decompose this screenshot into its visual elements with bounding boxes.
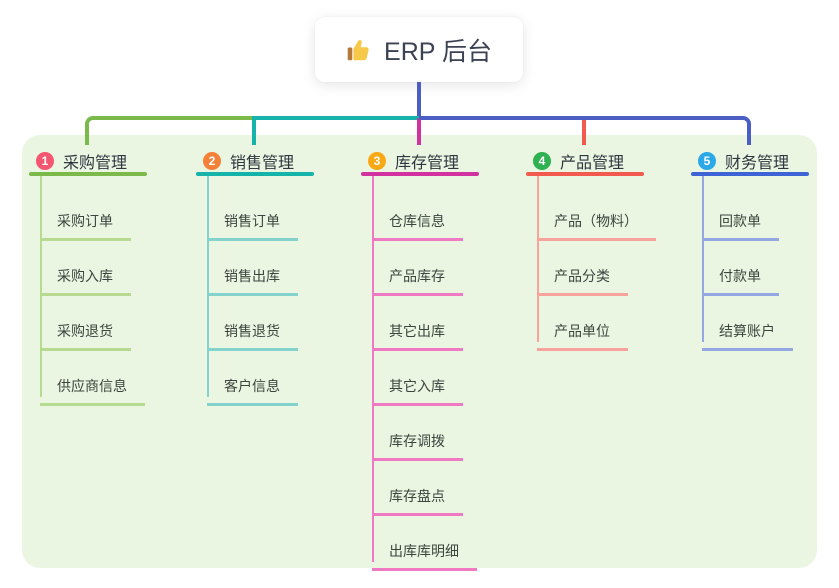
child-node[interactable]: 仓库信息	[372, 191, 463, 241]
bus-segment-purchase	[85, 116, 252, 145]
branches-panel	[22, 135, 817, 568]
child-node[interactable]: 销售退货	[207, 301, 298, 351]
child-node[interactable]: 供应商信息	[40, 356, 145, 406]
child-node-label: 采购订单	[57, 213, 113, 229]
branch-number-badge: 2	[203, 152, 221, 170]
child-node-label: 产品单位	[554, 323, 610, 339]
branch-node-1[interactable]: 1 采购管理	[36, 150, 127, 172]
child-node[interactable]: 出库库明细	[372, 521, 477, 571]
child-node[interactable]: 其它出库	[372, 301, 463, 351]
child-node-label: 库存调拨	[389, 433, 445, 449]
bus-segment-finance	[419, 116, 751, 145]
child-node[interactable]: 产品分类	[537, 246, 628, 296]
child-node-label: 付款单	[719, 268, 761, 284]
child-node-label: 出库库明细	[389, 543, 459, 559]
child-node-label: 结算账户	[719, 323, 775, 339]
child-node-label: 供应商信息	[57, 378, 127, 394]
child-node-label: 仓库信息	[389, 213, 445, 229]
bus-segment-sales	[252, 116, 419, 120]
child-node-label: 销售订单	[224, 213, 280, 229]
child-node-label: 库存盘点	[389, 488, 445, 504]
branch-title: 产品管理	[560, 155, 625, 172]
child-node[interactable]: 结算账户	[702, 301, 793, 351]
branch-spine	[207, 176, 209, 397]
child-node[interactable]: 销售出库	[207, 246, 298, 296]
child-node[interactable]: 产品（物料）	[537, 191, 656, 241]
child-node-label: 其它入库	[389, 378, 445, 394]
bus-drop-inventory	[417, 118, 421, 145]
child-node[interactable]: 产品单位	[537, 301, 628, 351]
branch-spine	[40, 176, 42, 397]
child-node-label: 产品库存	[389, 268, 445, 284]
child-node-label: 销售退货	[224, 323, 280, 339]
branch-node-4[interactable]: 4 产品管理	[533, 150, 624, 172]
branch-number-badge: 5	[698, 152, 716, 170]
branch-underline	[526, 172, 644, 176]
branch-title: 采购管理	[63, 155, 128, 172]
root-connector-line	[417, 82, 421, 116]
child-node-label: 产品（物料）	[554, 213, 638, 229]
branch-underline	[29, 172, 147, 176]
child-node[interactable]: 采购退货	[40, 301, 131, 351]
child-node[interactable]: 采购订单	[40, 191, 131, 241]
child-node[interactable]: 客户信息	[207, 356, 298, 406]
child-node-label: 客户信息	[224, 378, 280, 394]
child-node[interactable]: 付款单	[702, 246, 779, 296]
branch-node-2[interactable]: 2 销售管理	[203, 150, 294, 172]
branch-spine	[537, 176, 539, 342]
branch-number-badge: 4	[533, 152, 551, 170]
branch-number-badge: 3	[368, 152, 386, 170]
branch-number-badge: 1	[36, 152, 54, 170]
child-node-label: 采购入库	[57, 268, 113, 284]
branch-node-5[interactable]: 5 财务管理	[698, 150, 789, 172]
child-node[interactable]: 库存调拨	[372, 411, 463, 461]
child-node[interactable]: 产品库存	[372, 246, 463, 296]
child-node[interactable]: 采购入库	[40, 246, 131, 296]
root-node-label: ERP 后台	[384, 37, 492, 66]
child-node[interactable]: 库存盘点	[372, 466, 463, 516]
child-node[interactable]: 销售订单	[207, 191, 298, 241]
branch-spine	[372, 176, 374, 562]
branch-spine	[702, 176, 704, 342]
child-node-label: 其它出库	[389, 323, 445, 339]
bus-drop-product	[582, 116, 586, 145]
branch-title: 销售管理	[230, 155, 295, 172]
root-node[interactable]: ERP 后台	[315, 17, 523, 82]
branch-underline	[196, 172, 314, 176]
branch-title: 库存管理	[395, 155, 460, 172]
child-node-label: 回款单	[719, 213, 761, 229]
child-node[interactable]: 回款单	[702, 191, 779, 241]
branch-node-3[interactable]: 3 库存管理	[368, 150, 459, 172]
child-node-label: 产品分类	[554, 268, 610, 284]
branch-underline	[361, 172, 479, 176]
bus-drop-sales	[252, 116, 256, 145]
branch-title: 财务管理	[725, 155, 790, 172]
child-node-label: 采购退货	[57, 323, 113, 339]
thumbs-up-icon	[346, 36, 373, 63]
child-node-label: 销售出库	[224, 268, 280, 284]
child-node[interactable]: 其它入库	[372, 356, 463, 406]
branch-underline	[691, 172, 809, 176]
